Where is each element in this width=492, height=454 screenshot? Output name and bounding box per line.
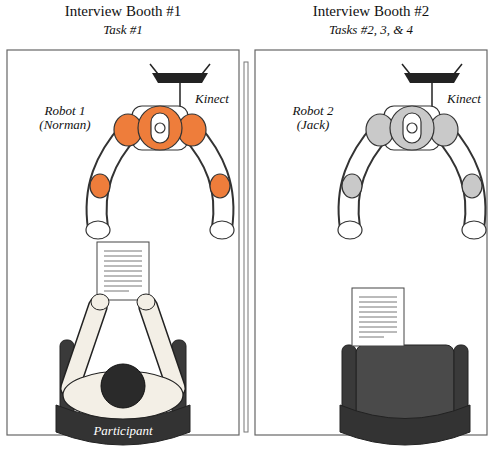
empty-chair [340,345,470,445]
document [352,288,404,346]
booth-title: Interview Booth #1 [7,3,239,20]
chair-label: Participant [93,424,152,438]
booth-panel [255,50,487,435]
booth-area: Interview Booth #2Tasks #2, 3, & 4 [255,50,487,435]
equipment-label: Kinect [447,92,481,106]
participant-figure [63,242,183,419]
task-subtitle: Task #1 [7,22,239,38]
equipment-label: Robot 1 (Norman) [35,104,95,131]
robot-figure [338,106,486,239]
equipment-label: Kinect [195,92,229,106]
robot-figure [86,106,234,239]
booth-title: Interview Booth #2 [255,3,487,20]
divider-wall [244,62,248,432]
task-subtitle: Tasks #2, 3, & 4 [255,22,487,38]
booth-area: Interview Booth #1Task #1 [7,50,239,435]
booth-panel [7,50,239,435]
equipment-label: Robot 2 (Jack) [283,104,343,131]
